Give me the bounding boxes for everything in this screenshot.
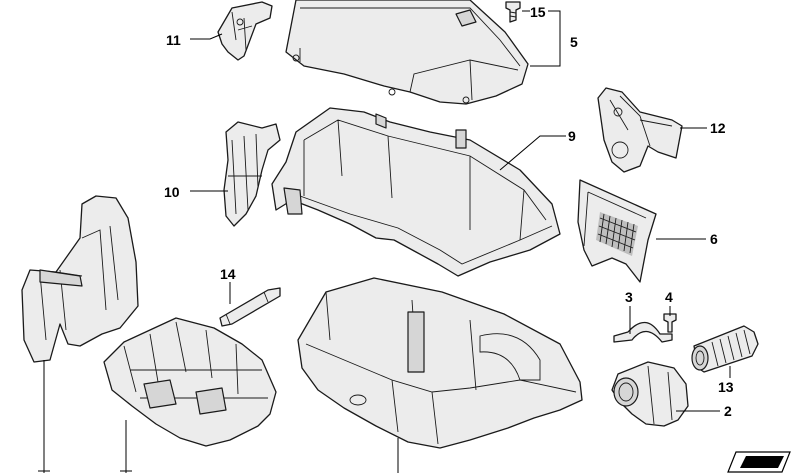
callout-4: 4 bbox=[665, 289, 673, 305]
part-12-bracket bbox=[597, 87, 683, 173]
callout-14: 14 bbox=[220, 266, 236, 282]
part-11-bracket bbox=[217, 1, 273, 61]
part-4-screw bbox=[663, 313, 677, 333]
leader-11 bbox=[190, 33, 223, 40]
callout-15: 15 bbox=[530, 4, 546, 20]
part-13-hose bbox=[691, 325, 759, 373]
publisher-mark bbox=[727, 451, 791, 473]
leader-9 bbox=[499, 135, 566, 171]
callout-9: 9 bbox=[568, 128, 576, 144]
part-15-screw bbox=[505, 1, 521, 23]
relay-carrier bbox=[103, 317, 277, 447]
callout-10: 10 bbox=[164, 184, 180, 200]
part-2-blower bbox=[611, 361, 689, 427]
part-10-strip bbox=[223, 121, 281, 227]
part-5-cover bbox=[285, 0, 529, 105]
callout-2: 2 bbox=[724, 403, 732, 419]
main-housing bbox=[297, 277, 583, 449]
leader-5 bbox=[530, 10, 561, 67]
left-tall-bracket bbox=[21, 195, 139, 363]
part-6-grid bbox=[596, 212, 638, 256]
callout-3: 3 bbox=[625, 289, 633, 305]
callouts: 15 5 11 9 12 10 6 14 3 4 13 2 bbox=[164, 4, 734, 419]
part-3-clamp bbox=[613, 321, 673, 343]
callout-12: 12 bbox=[710, 120, 726, 136]
callout-11: 11 bbox=[166, 32, 181, 48]
callout-5: 5 bbox=[570, 34, 578, 50]
part-9-frame bbox=[271, 107, 561, 277]
callout-13: 13 bbox=[718, 379, 734, 395]
leader-lines bbox=[43, 10, 731, 473]
callout-6: 6 bbox=[710, 231, 718, 247]
part-6-panel bbox=[577, 179, 657, 283]
part-14-clip bbox=[219, 287, 281, 327]
